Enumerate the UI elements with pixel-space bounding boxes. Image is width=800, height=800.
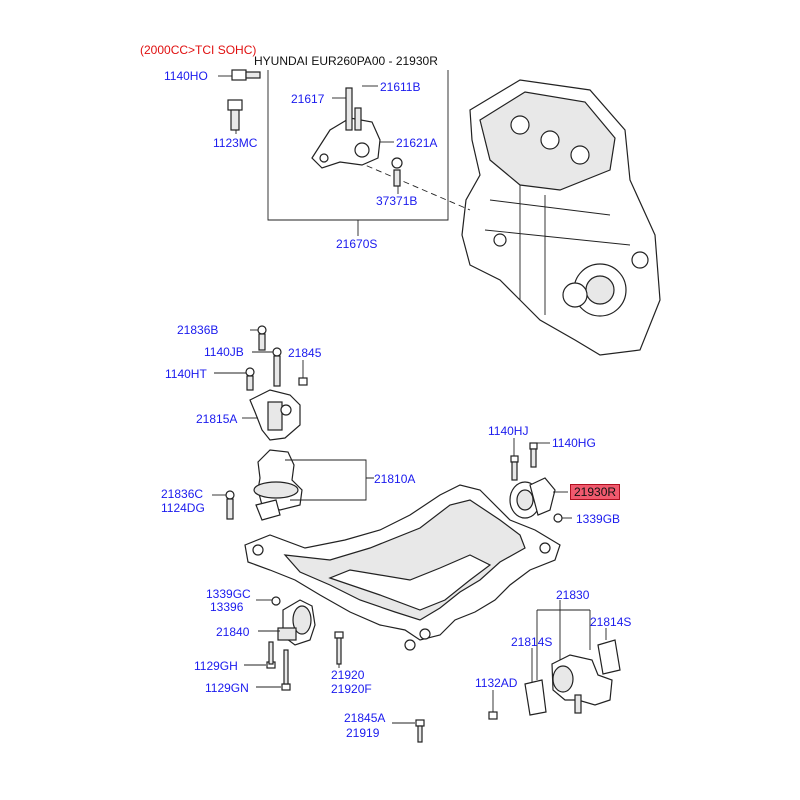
engine-block-icon	[461, 79, 661, 356]
part-label-21814S-left[interactable]: 21814S	[511, 635, 553, 649]
rear-mount-21830-icon	[551, 654, 613, 714]
part-label-21845A[interactable]: 21845A	[344, 711, 386, 725]
pad-icon-21814S-left	[524, 679, 547, 716]
bolt-icon-21845A	[415, 719, 425, 743]
part-label-21621A[interactable]: 21621A	[396, 136, 438, 150]
part-label-21930R-highlighted[interactable]: 21930R	[570, 484, 621, 500]
bolt-icon-21920	[334, 631, 344, 665]
part-label-21845[interactable]: 21845	[288, 346, 322, 360]
part-label-21830[interactable]: 21830	[556, 588, 590, 602]
part-label-1132AD[interactable]: 1132AD	[475, 676, 518, 690]
part-label-21617[interactable]: 21617	[291, 92, 325, 106]
part-label-21840[interactable]: 21840	[216, 625, 250, 639]
part-label-1140HJ[interactable]: 1140HJ	[488, 424, 529, 438]
part-label-1140JB[interactable]: 1140JB	[204, 345, 244, 359]
part-label-21815A[interactable]: 21815A	[196, 412, 238, 426]
part-label-21814S-right[interactable]: 21814S	[590, 615, 632, 629]
part-label-1339GC[interactable]: 1339GC	[206, 587, 251, 601]
bolt-icon-1129GN	[281, 649, 291, 691]
bolt-icon-1140JB	[272, 347, 282, 387]
part-label-21670S[interactable]: 21670S	[336, 237, 378, 251]
roll-stopper-21930R-icon	[509, 477, 556, 519]
part-label-21611B[interactable]: 21611B	[380, 80, 421, 94]
bolt-icon-1140HO	[231, 69, 261, 81]
part-label-21920F[interactable]: 21920F	[331, 682, 372, 696]
part-label-37371B[interactable]: 37371B	[376, 194, 418, 208]
part-label-1140HG[interactable]: 1140HG	[552, 436, 596, 450]
part-label-1339GB[interactable]: 1339GB	[576, 512, 621, 526]
part-label-21836B[interactable]: 21836B	[177, 323, 219, 337]
bolt-icon-1140HG	[529, 442, 538, 468]
mount-bracket-21815A-icon	[249, 389, 301, 441]
engine-condition-label: (2000CC>TCI SOHC)	[140, 43, 257, 57]
crossmember-subframe-icon	[244, 484, 561, 651]
part-label-21810A[interactable]: 21810A	[374, 472, 416, 486]
part-label-1140HT[interactable]: 1140HT	[165, 367, 207, 381]
nut-icon-1339GB	[553, 513, 563, 523]
part-label-21920[interactable]: 21920	[331, 668, 365, 682]
part-label-21919[interactable]: 21919	[346, 726, 380, 740]
part-label-1129GN[interactable]: 1129GN	[205, 681, 249, 695]
rear-mount-21840-icon	[277, 599, 316, 646]
mount-insulator-21810A-icon	[253, 449, 303, 521]
nut-icon-21845	[298, 377, 308, 386]
bolt-icon-1140HJ	[510, 455, 519, 481]
bolt-icon-21836C	[225, 490, 235, 520]
part-label-1140HO[interactable]: 1140HO	[164, 69, 208, 83]
part-label-21836C[interactable]: 21836C	[161, 487, 204, 501]
bolt-icon-1132AD	[488, 711, 498, 720]
part-label-1123MC[interactable]: 1123MC	[213, 136, 258, 150]
bolt-icon-1140HT	[245, 367, 255, 391]
part-label-1129GH[interactable]: 1129GH	[194, 659, 238, 673]
model-reference-label: HYUNDAI EUR260PA00 - 21930R	[254, 54, 438, 68]
bolt-icon-1129GH	[266, 641, 276, 669]
nut-icon-1339GC	[271, 596, 281, 606]
part-label-13396[interactable]: 13396	[210, 600, 244, 614]
engine-mount-bracket-icon	[311, 87, 403, 187]
bolt-icon-21836B	[257, 325, 267, 351]
part-label-1124DG[interactable]: 1124DG	[161, 501, 205, 515]
bolt-icon-1123MC	[227, 99, 243, 131]
pad-icon-21814S-right	[597, 639, 621, 675]
